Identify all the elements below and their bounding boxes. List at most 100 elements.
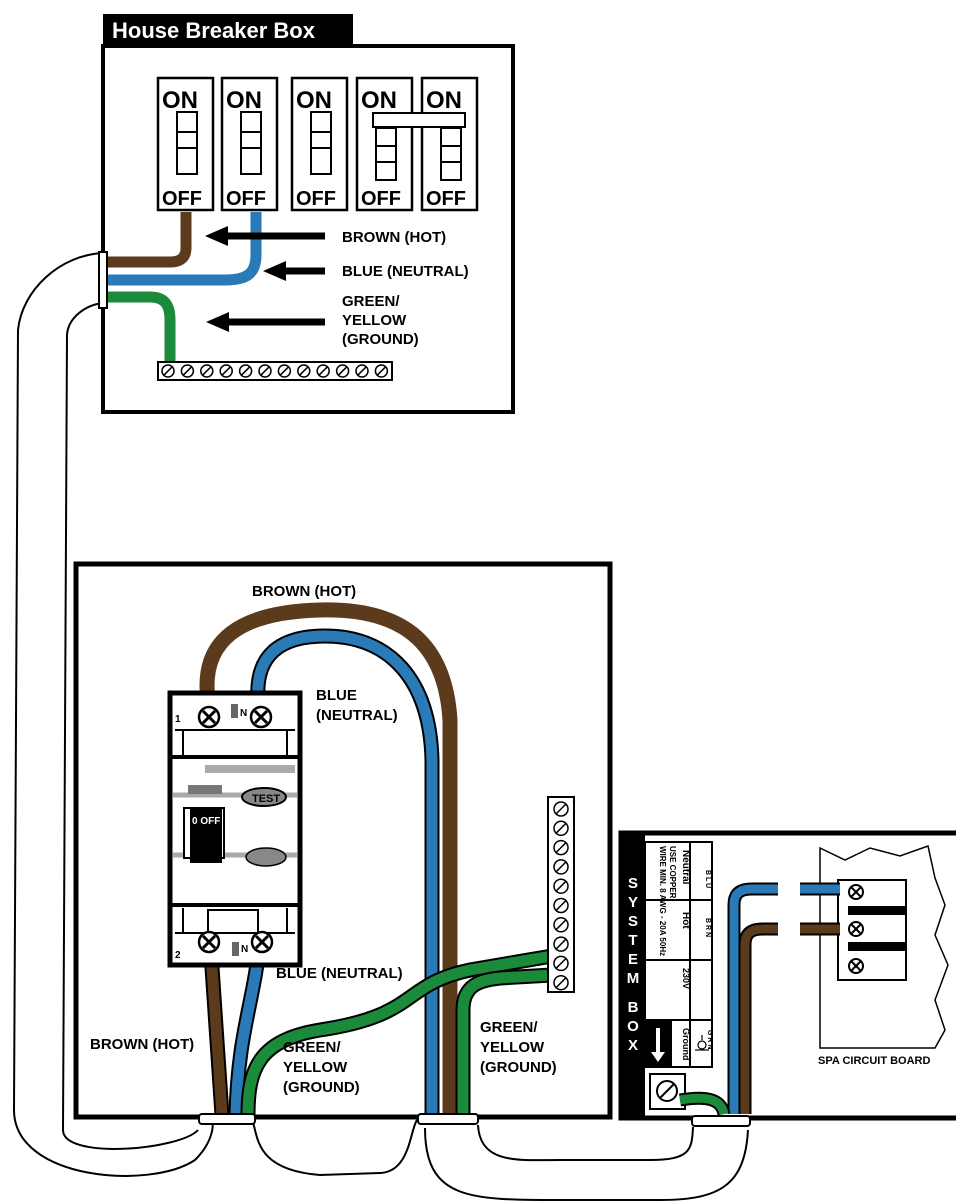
label-ground-right-1: GREEN/ bbox=[480, 1019, 538, 1036]
breaker-off-label: OFF bbox=[426, 188, 466, 210]
ground-label: Ground bbox=[681, 1028, 691, 1061]
spa-circuit-board bbox=[819, 845, 949, 1049]
n-top-label: N bbox=[240, 708, 247, 719]
label-blue-neutral: BLUE (NEUTRAL) bbox=[342, 263, 469, 280]
side-label-letter: X bbox=[628, 1037, 638, 1054]
neutral-code: B L U bbox=[704, 870, 711, 888]
system-terminal-block bbox=[644, 841, 713, 1068]
label-ground-right-3: (GROUND) bbox=[480, 1059, 557, 1076]
label-ground-line3: (GROUND) bbox=[342, 331, 419, 348]
side-label-letter: T bbox=[628, 932, 637, 949]
conduit-entry-breaker bbox=[98, 251, 108, 309]
terminal-screw-bottom-left bbox=[197, 930, 221, 954]
conduit-bottom-inner bbox=[477, 1124, 694, 1162]
label-bottom-blue: BLUE (NEUTRAL) bbox=[276, 965, 403, 982]
ground-strip-screw bbox=[553, 839, 569, 856]
conduit-left-outer bbox=[12, 252, 214, 1177]
side-label-letter: S bbox=[628, 913, 638, 930]
breaker-4[interactable]: ON OFF bbox=[355, 76, 414, 212]
conduit-bushing-system bbox=[691, 1115, 751, 1127]
arrow-hot bbox=[205, 226, 325, 246]
double-pole-tie-bar bbox=[372, 112, 466, 128]
system-box-side-bar bbox=[621, 833, 645, 1118]
green-ground-wire-gfci-left bbox=[242, 950, 553, 1116]
neutral-label: Neutral bbox=[680, 850, 691, 885]
brown-hot-wire-breaker bbox=[103, 212, 192, 268]
bus-bar-screw bbox=[374, 364, 389, 378]
breaker-on-label: ON bbox=[296, 87, 332, 114]
breaker-off-label: OFF bbox=[296, 188, 336, 210]
side-label-letter: Y bbox=[628, 894, 638, 911]
side-label-letter: M bbox=[627, 970, 640, 987]
breaker-off-label: OFF bbox=[162, 188, 202, 210]
board-terminal-2 bbox=[848, 921, 864, 937]
board-terminal-1 bbox=[848, 884, 864, 900]
spa-board-label: SPA CIRCUIT BOARD bbox=[818, 1055, 931, 1067]
breaker-box-title: House Breaker Box bbox=[112, 18, 316, 43]
bus-bar-screw bbox=[238, 364, 253, 378]
terminal-screw-top-left bbox=[197, 705, 221, 729]
blue-neutral-loop-wire bbox=[252, 630, 438, 1115]
ground-bus-bar bbox=[157, 361, 393, 381]
bus-bar-screw bbox=[297, 364, 311, 378]
conduit-bushing-gfci-right bbox=[417, 1113, 479, 1125]
breaker-2[interactable]: ON OFF bbox=[220, 76, 279, 212]
spec-line-2: WIRE MIN. 8 AWG - 20A 50Hz bbox=[658, 846, 667, 956]
ground-strip-screw bbox=[553, 820, 569, 837]
ground-code: G R N bbox=[706, 1030, 713, 1049]
breaker-on-label: ON bbox=[361, 87, 397, 114]
terminal-2-label: 2 bbox=[175, 950, 181, 961]
bus-bar-screw bbox=[316, 364, 330, 378]
bus-bar-screw bbox=[277, 364, 292, 378]
ground-strip-screw bbox=[553, 974, 569, 991]
breaker-1[interactable]: ON OFF bbox=[156, 76, 215, 212]
label-ground-right-2: YELLOW bbox=[480, 1039, 545, 1056]
ground-strip-screw bbox=[553, 955, 569, 972]
breaker-3[interactable]: ON OFF bbox=[290, 76, 349, 212]
conduit-left-inner bbox=[61, 302, 199, 1150]
breaker-on-label: ON bbox=[162, 87, 198, 114]
label-ground-left-1: GREEN/ bbox=[283, 1039, 341, 1056]
label-brown-hot: BROWN (HOT) bbox=[342, 229, 446, 246]
test-button-label: TEST bbox=[252, 793, 280, 805]
arrow-neutral bbox=[263, 261, 325, 281]
label-ground-left-2: YELLOW bbox=[283, 1059, 348, 1076]
breaker-on-label: ON bbox=[426, 87, 462, 114]
green-ground-wire-gfci-right bbox=[457, 969, 553, 1115]
hot-label: Hot bbox=[680, 912, 691, 929]
terminal-screw-bottom-right bbox=[250, 930, 274, 954]
side-label-letter: B bbox=[628, 999, 639, 1016]
label-ground-left-3: (GROUND) bbox=[283, 1079, 360, 1096]
breaker-5[interactable]: ON OFF bbox=[420, 76, 479, 212]
ground-strip-screw bbox=[553, 936, 569, 952]
conduit-middle-outer bbox=[252, 1119, 418, 1177]
side-label-letter: O bbox=[627, 1018, 639, 1035]
breaker-off-label: OFF bbox=[361, 188, 401, 210]
label-ground-line2: YELLOW bbox=[342, 312, 407, 329]
off-label: 0 OFF bbox=[192, 816, 220, 827]
gfci-breaker[interactable] bbox=[167, 690, 303, 968]
bus-bar-screw bbox=[258, 364, 272, 378]
green-ground-wire-system bbox=[679, 1093, 729, 1116]
n-bottom-label: N bbox=[241, 944, 248, 955]
ground-strip-screw bbox=[553, 859, 569, 875]
hot-code: B R N bbox=[704, 918, 711, 937]
system-ground-screw bbox=[649, 1073, 686, 1110]
breaker-on-label: ON bbox=[226, 87, 262, 114]
bus-bar-screw bbox=[200, 364, 214, 378]
voltage-label: 230V bbox=[681, 968, 691, 989]
side-label-letter: E bbox=[628, 951, 638, 968]
breaker-panel: ON OFF ON OFF ON OFF ON OFF bbox=[156, 76, 479, 212]
ground-strip-screw bbox=[553, 917, 569, 933]
terminal-screw-top-right bbox=[249, 705, 273, 729]
conduit-bushing-gfci-left bbox=[198, 1113, 256, 1125]
ground-strip-screw bbox=[553, 897, 569, 914]
bus-bar-screw bbox=[335, 364, 350, 378]
reset-button[interactable] bbox=[245, 847, 287, 867]
label-bottom-brown: BROWN (HOT) bbox=[90, 1036, 194, 1053]
side-label-letter: S bbox=[628, 875, 638, 892]
test-button[interactable] bbox=[241, 787, 287, 807]
label-top-blue-line1: BLUE bbox=[316, 687, 357, 704]
